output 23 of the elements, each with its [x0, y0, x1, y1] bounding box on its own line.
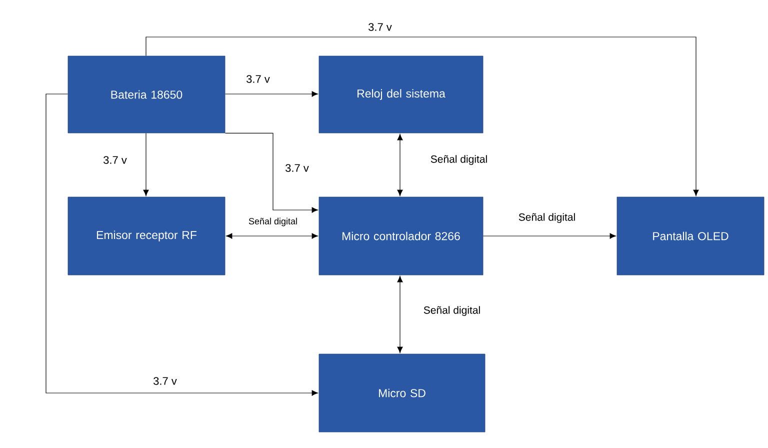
- edge-label: Señal digital: [422, 305, 482, 317]
- arrow: [146, 36, 699, 196]
- edge-label: 3.7 v: [284, 163, 310, 173]
- block-box: Pantalla OLED: [616, 196, 764, 276]
- edge-label: Señal digital: [429, 154, 489, 166]
- block-box: Reloj del sistema: [318, 56, 484, 134]
- edge-label: Señal digital: [517, 212, 577, 224]
- block-box: Micro SD: [318, 354, 486, 432]
- block-box: Micro controlador 8266: [318, 196, 484, 276]
- arrow: [397, 134, 403, 196]
- edge-label: 3.7 v: [245, 74, 271, 84]
- edge-label: 3.7 v: [152, 376, 178, 386]
- block-box: Emisor receptor RF: [68, 196, 226, 276]
- arrow: [397, 276, 403, 354]
- arrow: [224, 132, 318, 213]
- block-box: Bateria 18650: [68, 56, 226, 134]
- arrow: [46, 94, 318, 396]
- edge-label: 3.7 v: [102, 155, 128, 165]
- edge-label: 3.7 v: [367, 22, 393, 32]
- arrow: [224, 91, 318, 97]
- arrow: [143, 132, 149, 196]
- arrow: [482, 233, 616, 239]
- arrow: [226, 233, 318, 239]
